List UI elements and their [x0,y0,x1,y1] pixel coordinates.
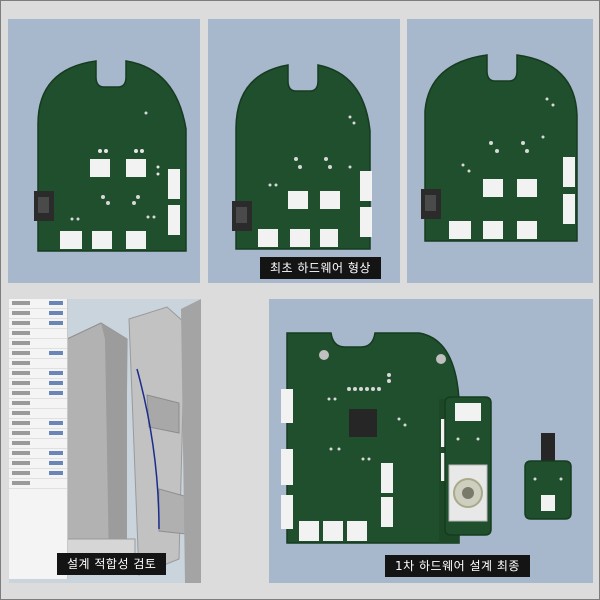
caption-design-fitness-review: 설계 적합성 검토 [57,553,167,575]
pcb-board-2-illustration [232,64,372,250]
final-hardware-panel: 1차 하드웨어 설계 최종 [269,299,593,583]
pcb-render-panel-1 [8,19,200,283]
pcb-render-panel-2: 최초 하드웨어 형상 [208,19,400,283]
caption-initial-hardware-shape: 최초 하드웨어 형상 [260,257,381,279]
pcb-board-1-illustration [34,60,187,252]
cad-review-panel: 설계 적합성 검토 [9,299,201,583]
final-pcb-illustration [281,332,572,544]
pcb-render-panel-3 [407,19,593,283]
caption-first-hardware-design-final: 1차 하드웨어 설계 최종 [385,555,530,577]
cad-property-sidebar[interactable] [9,299,68,579]
pcb-board-3-illustration [421,54,578,242]
